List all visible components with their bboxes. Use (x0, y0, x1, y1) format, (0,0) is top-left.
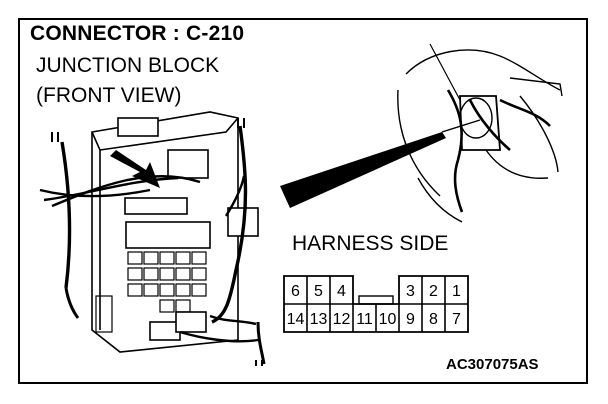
pin-number: 10 (379, 311, 397, 328)
connector-key (358, 295, 394, 305)
pin-number: 11 (356, 311, 373, 328)
pin-number: 1 (452, 283, 461, 300)
pin-number: 14 (287, 311, 305, 328)
pin-number: 4 (337, 283, 346, 300)
pin-number: 9 (406, 311, 415, 328)
figure-code: AC307075AS (446, 356, 539, 373)
connector-outline (283, 275, 469, 333)
pin-number: 6 (291, 283, 300, 300)
pin-number: 2 (429, 283, 438, 300)
pin-number: 12 (333, 311, 351, 328)
pin-number: 3 (406, 283, 415, 300)
pin-number: 8 (429, 311, 438, 328)
harness-side-label: HARNESS SIDE (292, 232, 449, 255)
pin-number: 13 (310, 311, 328, 328)
front-view-label: (FRONT VIEW) (36, 84, 182, 107)
connector-title: CONNECTOR : C-210 (30, 22, 245, 45)
junction-block-label: JUNCTION BLOCK (36, 54, 220, 77)
pin-number: 7 (452, 311, 461, 328)
pin-number: 5 (314, 283, 323, 300)
